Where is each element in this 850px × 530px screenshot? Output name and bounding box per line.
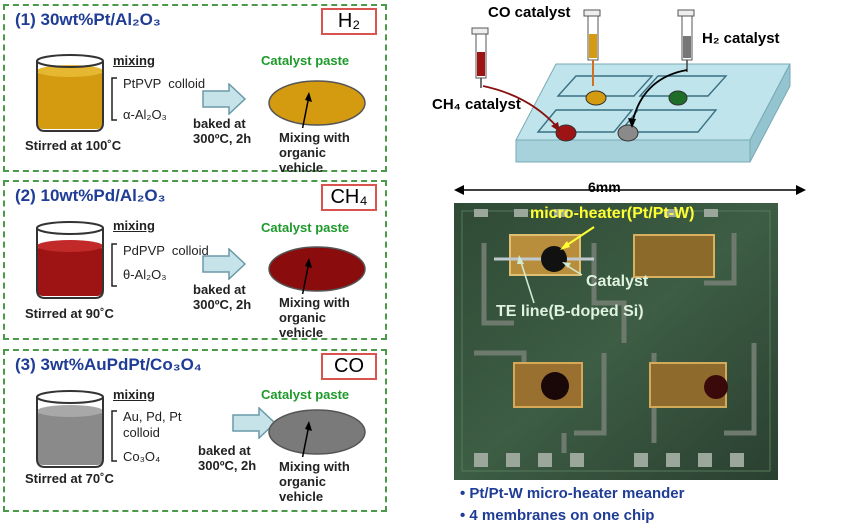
- panel-title: (1) 30wt%Pt/Al₂O₃: [15, 10, 161, 29]
- panel-title: (3) 3wt%AuPdPt/Co₃O₄: [15, 355, 202, 374]
- ingredient-2: Co₃O₄: [123, 449, 161, 464]
- gas-label: CO: [321, 353, 377, 380]
- paste-label: Catalyst paste: [261, 53, 350, 68]
- beaker-icon: [36, 390, 104, 468]
- stirred-label: Stirred at 100˚C: [25, 138, 122, 153]
- photo-dot-3: [704, 375, 728, 399]
- syringe-h2-icon: [677, 9, 695, 72]
- paste-blob: [268, 246, 366, 294]
- h2-catalyst-label: H₂ catalyst: [702, 30, 780, 47]
- chip-photo: [454, 203, 778, 480]
- arrow-icon: [232, 407, 277, 439]
- bullet-membranes: • 4 membranes on one chip: [460, 507, 655, 524]
- photo-dot-2: [541, 372, 569, 400]
- baked-label: baked at 300ºC, 2h: [198, 443, 257, 473]
- paste-label: Catalyst paste: [261, 387, 350, 402]
- mixing-label: mixing: [113, 53, 155, 68]
- gas-label: CH₄: [321, 184, 377, 211]
- co-catalyst-label: CO catalyst: [488, 4, 571, 21]
- dimension-label: 6mm: [588, 179, 621, 195]
- mixing-bracket: [111, 77, 117, 121]
- mixing-label: mixing: [113, 387, 155, 402]
- stirred-label: Stirred at 90˚C: [25, 306, 114, 321]
- grey-dot: [617, 124, 639, 142]
- vehicle-label: Mixing with organic vehicle: [279, 295, 350, 340]
- mixing-bracket: [111, 243, 117, 287]
- mixing-bracket: [111, 410, 117, 462]
- ch4-catalyst-label: CH₄ catalyst: [432, 96, 521, 113]
- vehicle-label: Mixing with organic vehicle: [279, 130, 350, 175]
- beaker-icon: [36, 54, 104, 132]
- syringe-ch4-icon: [471, 27, 489, 88]
- paste-blob: [268, 80, 366, 128]
- panel-co: (3) 3wt%AuPdPt/Co₃O₄ CO Stirred at 70˚C …: [3, 349, 387, 512]
- h2-dot: [668, 90, 688, 106]
- gas-label: H₂: [321, 8, 377, 35]
- ingredient-2: α-Al₂O₃: [123, 107, 167, 122]
- arrow-icon: [202, 83, 247, 115]
- panel-ch4: (2) 10wt%Pd/Al₂O₃ CH₄ Stirred at 90˚C mi…: [3, 180, 387, 340]
- ingredient-1: PtPVP colloid: [123, 76, 206, 91]
- stirred-label: Stirred at 70˚C: [25, 471, 114, 486]
- panel-title: (2) 10wt%Pd/Al₂O₃: [15, 186, 166, 205]
- mixing-label: mixing: [113, 218, 155, 233]
- ingredient-1: Au, Pd, Pt colloid: [123, 409, 182, 440]
- baked-label: baked at 300ºC, 2h: [193, 116, 252, 146]
- co-dot: [585, 90, 607, 106]
- paste-label: Catalyst paste: [261, 220, 350, 235]
- te-line-label: TE line(B-doped Si): [496, 303, 644, 320]
- arrow-icon: [202, 248, 247, 280]
- chip-schematic: [454, 9, 806, 195]
- bullet-heater: • Pt/Pt-W micro-heater meander: [460, 485, 685, 502]
- ch4-dot: [555, 124, 577, 142]
- ingredient-2: θ-Al₂O₃: [123, 267, 167, 282]
- vehicle-label: Mixing with organic vehicle: [279, 459, 350, 504]
- photo-dot-1: [541, 246, 567, 272]
- ingredient-1: PdPVP colloid: [123, 243, 209, 258]
- beaker-icon: [36, 221, 104, 299]
- micro-heater-label: micro-heater(Pt/Pt-W): [530, 205, 695, 222]
- baked-label: baked at 300ºC, 2h: [193, 282, 252, 312]
- catalyst-label: Catalyst: [586, 273, 649, 290]
- syringe-co-icon: [583, 9, 601, 86]
- panel-h2: (1) 30wt%Pt/Al₂O₃ H₂ Stirred at 100˚C mi…: [3, 4, 387, 175]
- paste-blob: [268, 409, 366, 457]
